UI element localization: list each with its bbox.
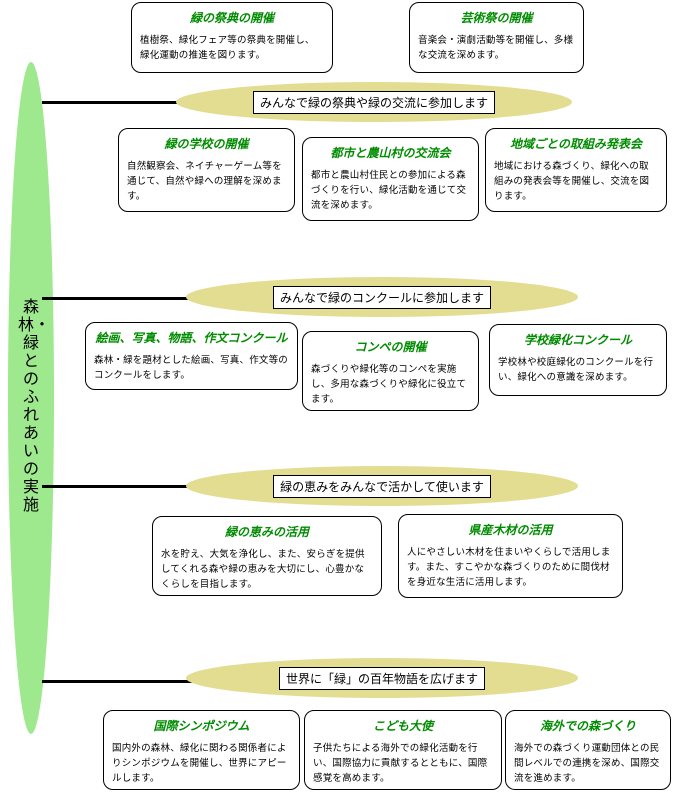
spine-label: 森林・緑とのふれあいの実施 — [18, 297, 51, 514]
card-body: 植樹祭、緑化フェア等の祭典を開催し、緑化運動の推進を図ります。 — [140, 35, 315, 61]
connector-line-3 — [42, 485, 192, 488]
card-title: 緑の学校の開催 — [164, 137, 249, 151]
theme-pill-4: 世界に「緑」の百年物語を広げます — [186, 658, 578, 698]
card-green-festival: 緑の祭典の開催 植樹祭、緑化フェア等の祭典を開催し、緑化運動の推進を図ります。 — [131, 2, 333, 73]
card-urban-rural-exchange: 都市と農山村の交流会 都市と農山村住民との参加による森づくりを行い、緑化活動を通… — [302, 137, 479, 221]
card-green-benefits: 緑の恵みの活用 水を貯え、大気を浄化し、また、安らぎを提供してくれる森や緑の恵み… — [152, 516, 382, 596]
card-title: 地域ごとの取組み発表会 — [510, 137, 642, 151]
card-title: 県産木材の活用 — [468, 523, 553, 537]
card-body: 音楽会・演劇活動等を開催し、多様な交流を深めます。 — [418, 35, 574, 61]
card-body: 子供たちによる海外での緑化活動を行い、国際協力に貢献するとともに、国際感覚を高め… — [313, 743, 488, 784]
card-title: 緑の恵みの活用 — [224, 525, 309, 539]
card-title: 海外での森づくり — [539, 719, 636, 733]
connector-line-2 — [42, 297, 192, 300]
card-title: 絵画、写真、物語、作文コンクール — [95, 331, 288, 345]
card-body: 水を貯え、大気を浄化し、また、安らぎを提供してくれる森や緑の恵みを大切にし、心豊… — [161, 549, 365, 590]
card-title: 緑の祭典の開催 — [189, 11, 274, 25]
connector-line-1 — [42, 101, 182, 104]
theme-label-2: みんなで緑のコンクールに参加します — [272, 285, 491, 309]
card-green-school: 緑の学校の開催 自然観察会、ネイチャーゲーム等を通じて、自然や緑への理解を深めま… — [118, 128, 295, 212]
theme-pill-3: 緑の恵みをみんなで活かして使います — [186, 466, 578, 506]
card-child-ambassadors: こども大使 子供たちによる海外での緑化活動を行い、国際協力に貢献するとともに、国… — [304, 710, 502, 790]
card-art-festival: 芸術祭の開催 音楽会・演劇活動等を開催し、多様な交流を深めます。 — [409, 2, 584, 73]
card-prefectural-timber: 県産木材の活用 人にやさしい木材を住まいやくらしで活用します。また、すこやかな森… — [398, 514, 623, 598]
card-body: 森林・緑を題材とした絵画、写真、作文等のコンクールをします。 — [94, 355, 289, 381]
theme-label-3: 緑の恵みをみんなで活かして使います — [273, 474, 491, 498]
card-body: 森づくりや緑化等のコンペを実施し、多用な森づくりや緑化に役立てます。 — [311, 364, 467, 405]
card-body: 都市と農山村住民との参加による森づくりを行い、緑化活動を通じて交流を深めます。 — [311, 170, 467, 211]
card-body: 海外での森づくり運動団体との民間レベルでの連携を深め、国際交流を進めます。 — [514, 743, 660, 784]
theme-pill-1: みんなで緑の祭典や緑の交流に参加します — [176, 82, 572, 122]
spine-ellipse — [8, 62, 54, 734]
theme-pill-2: みんなで緑のコンクールに参加します — [186, 277, 578, 317]
card-title: 学校緑化コンクール — [523, 333, 632, 347]
card-international-symposium: 国際シンポジウム 国内外の森林、緑化に関わる関係者によりシンポジウムを開催し、世… — [103, 710, 300, 790]
card-title: 都市と農山村の交流会 — [330, 146, 451, 160]
card-title: 芸術祭の開催 — [460, 11, 533, 25]
theme-label-4: 世界に「緑」の百年物語を広げます — [278, 666, 485, 690]
card-title: コンペの開催 — [354, 340, 427, 354]
card-title: こども大使 — [372, 719, 433, 733]
card-school-greening-contest: 学校緑化コンクール 学校林や校庭緑化のコンクールを行い、緑化への意識を深めます。 — [489, 324, 667, 396]
card-body: 人にやさしい木材を住まいやくらしで活用します。また、すこやかな森づくりのために間… — [407, 547, 611, 588]
theme-label-1: みんなで緑の祭典や緑の交流に参加します — [252, 90, 495, 114]
card-body: 自然観察会、ネイチャーゲーム等を通じて、自然や緑への理解を深めます。 — [127, 161, 282, 202]
card-body: 国内外の森林、緑化に関わる関係者によりシンポジウムを開催し、世界にアピールします… — [112, 743, 287, 784]
card-regional-presentation: 地域ごとの取組み発表会 地域における森づくり、緑化への取組みの発表会等を開催し、… — [485, 128, 667, 212]
connector-line-4 — [42, 680, 192, 683]
card-title: 国際シンポジウム — [153, 719, 250, 733]
card-art-contest: 絵画、写真、物語、作文コンクール 森林・緑を題材とした絵画、写真、作文等のコンク… — [85, 322, 298, 390]
card-overseas-forestation: 海外での森づくり 海外での森づくり運動団体との民間レベルでの連携を深め、国際交流… — [505, 710, 671, 790]
card-body: 地域における森づくり、緑化への取組みの発表会等を開催し、交流を図ります。 — [494, 161, 650, 202]
card-competition: コンペの開催 森づくりや緑化等のコンペを実施し、多用な森づくりや緑化に役立てます… — [302, 331, 479, 411]
card-body: 学校林や校庭緑化のコンクールを行い、緑化への意識を深めます。 — [498, 357, 654, 383]
